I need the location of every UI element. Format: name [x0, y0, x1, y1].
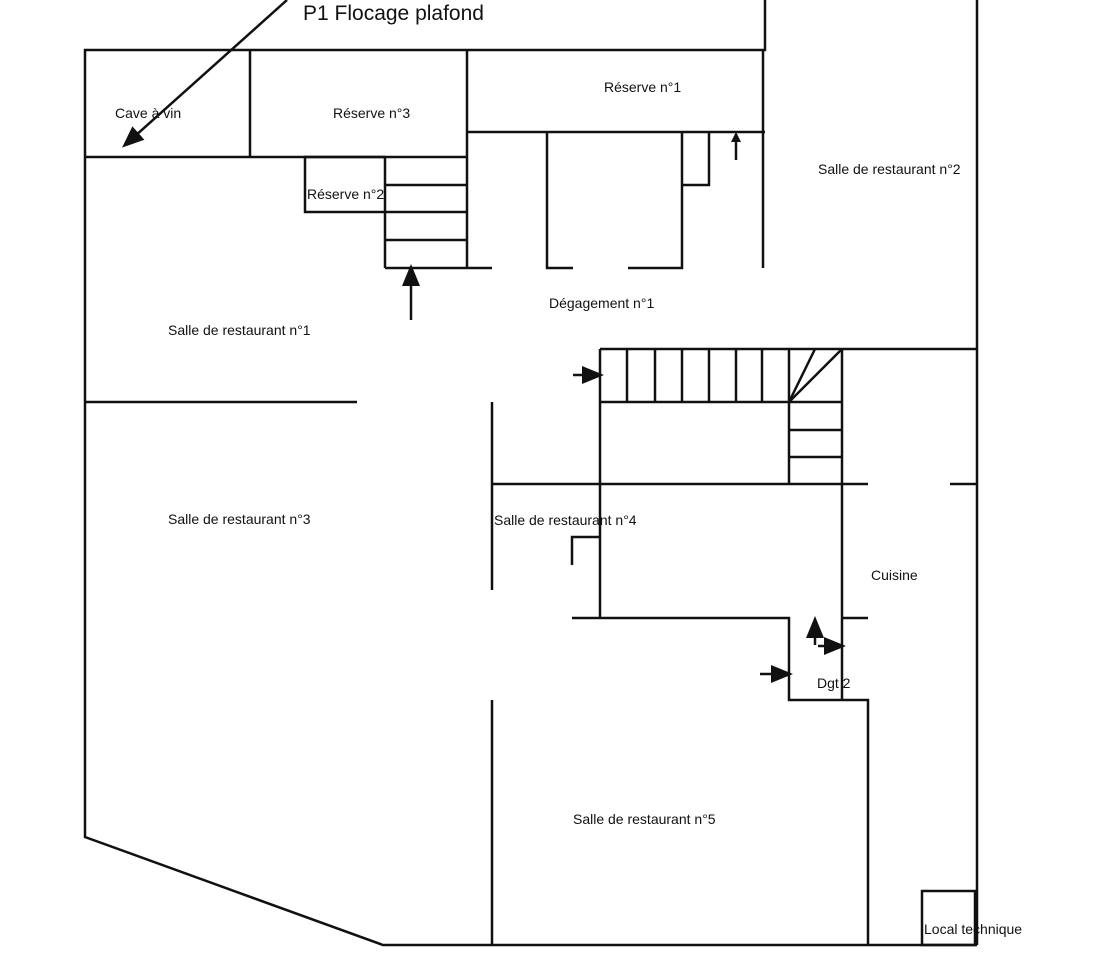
room-label-dgt2: Dgt 2 [817, 675, 851, 691]
room-label-cuisine: Cuisine [871, 567, 918, 583]
room-label-salle5: Salle de restaurant n°5 [573, 811, 716, 827]
walls [83, 0, 979, 947]
annotation-arrow [122, 0, 288, 148]
room-label-cave: Cave à vin [115, 105, 181, 121]
room-label-salle2: Salle de restaurant n°2 [818, 161, 961, 177]
door-arrows [122, 0, 846, 683]
room-label-local-technique: Local technique [924, 921, 1022, 937]
room-label-salle1: Salle de restaurant n°1 [168, 322, 311, 338]
room-label-degagement1: Dégagement n°1 [549, 295, 654, 311]
room-label-salle4: Salle de restaurant n°4 [494, 512, 637, 528]
room-label-reserve3: Réserve n°3 [333, 105, 410, 121]
room-label-reserve2: Réserve n°2 [307, 186, 384, 202]
room-label-salle3: Salle de restaurant n°3 [168, 511, 311, 527]
room-label-reserve1: Réserve n°1 [604, 79, 681, 95]
annotation-label: P1 Flocage plafond [303, 2, 484, 25]
